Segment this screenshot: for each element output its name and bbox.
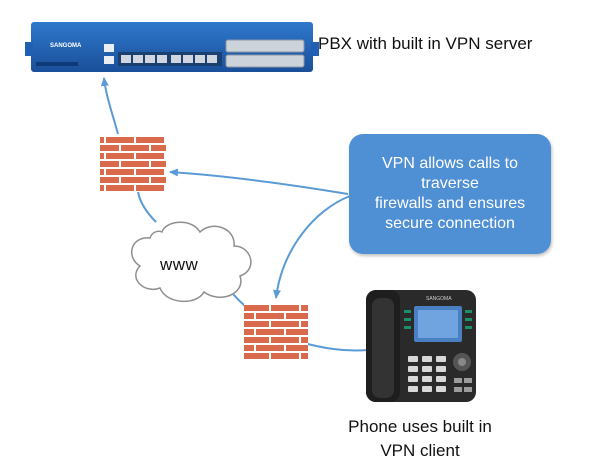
callout-line-3: firewalls and ensures: [374, 195, 526, 212]
cloud-icon: [130, 221, 252, 302]
desk-phone-icon: SANGOMA: [366, 290, 476, 402]
arrow-callout-to-bottom-firewall: [273, 195, 351, 299]
line-firewall-to-phone: [299, 341, 369, 352]
pbx-server-icon: SANGOMA: [25, 22, 319, 72]
callout-line-1: VPN allows calls to: [381, 155, 519, 172]
phone-label: Phone uses built in VPN client: [330, 415, 510, 463]
top-firewall-icon: [100, 135, 166, 191]
pbx-label: PBX with built in VPN server: [318, 34, 533, 53]
phone-label-line-2: VPN client: [380, 441, 460, 460]
arrow-to-pbx: [100, 77, 119, 135]
line-cloud-to-top-firewall: [137, 191, 157, 223]
callout-line-2: traverse: [421, 175, 479, 192]
phone-label-line-1: Phone uses built in: [348, 417, 492, 436]
cloud-label: www: [160, 255, 199, 274]
connection-lines: [100, 77, 369, 352]
arrow-callout-to-top-firewall: [169, 168, 349, 195]
phone-brand-text: SANGOMA: [426, 296, 452, 302]
server-brand-text: SANGOMA: [50, 43, 82, 49]
vpn-callout-box: VPN allows calls to traverse firewalls a…: [349, 134, 551, 254]
bottom-firewall-icon: [244, 304, 308, 360]
callout-line-4: secure connection: [385, 215, 515, 232]
